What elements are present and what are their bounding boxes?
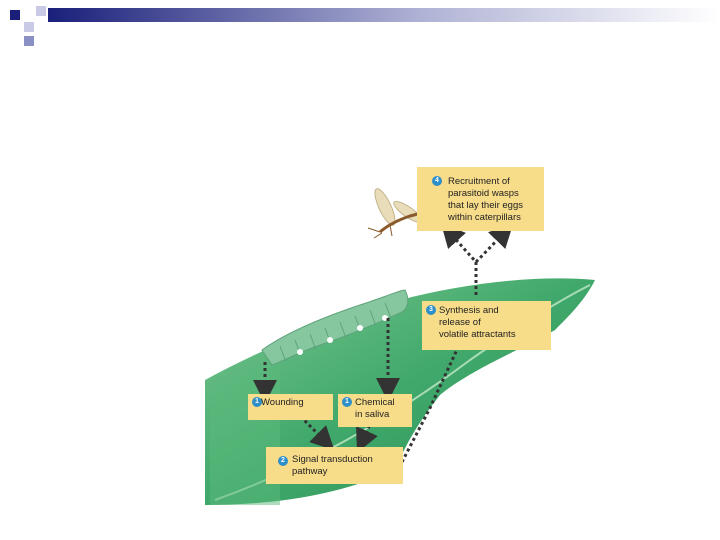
step-wounding-box: 1 Wounding	[248, 394, 333, 420]
step-recruitment-box: 4 Recruitment of parasitoid wasps that l…	[417, 167, 544, 231]
step-chemical-label: Chemical in saliva	[355, 397, 395, 420]
arrow-signal-to-synthesis	[400, 317, 473, 463]
step-badge: 2	[278, 456, 288, 466]
step-chemical-box: 1 Chemical in saliva	[338, 394, 412, 427]
arrow-synthesis-to-recruitment-right	[474, 223, 514, 264]
step-signal-label: Signal transduction pathway	[292, 454, 373, 477]
step-badge: 3	[426, 305, 436, 315]
step-recruitment-label: Recruitment of parasitoid wasps that lay…	[448, 176, 523, 223]
arrow-chemical-to-signal	[356, 419, 378, 453]
title-banner	[10, 6, 720, 46]
step-signal-box: 2 Signal transduction pathway	[266, 447, 403, 484]
step-wounding-label: Wounding	[261, 397, 304, 408]
caterpillar	[261, 289, 409, 366]
step-badge: 1	[252, 397, 262, 407]
step-synthesis-box: 3 Synthesis and release of volatile attr…	[422, 301, 551, 350]
step-synthesis-label: Synthesis and release of volatile attrac…	[439, 305, 516, 340]
step-badge: 4	[432, 176, 442, 186]
step-badge: 1	[342, 397, 352, 407]
